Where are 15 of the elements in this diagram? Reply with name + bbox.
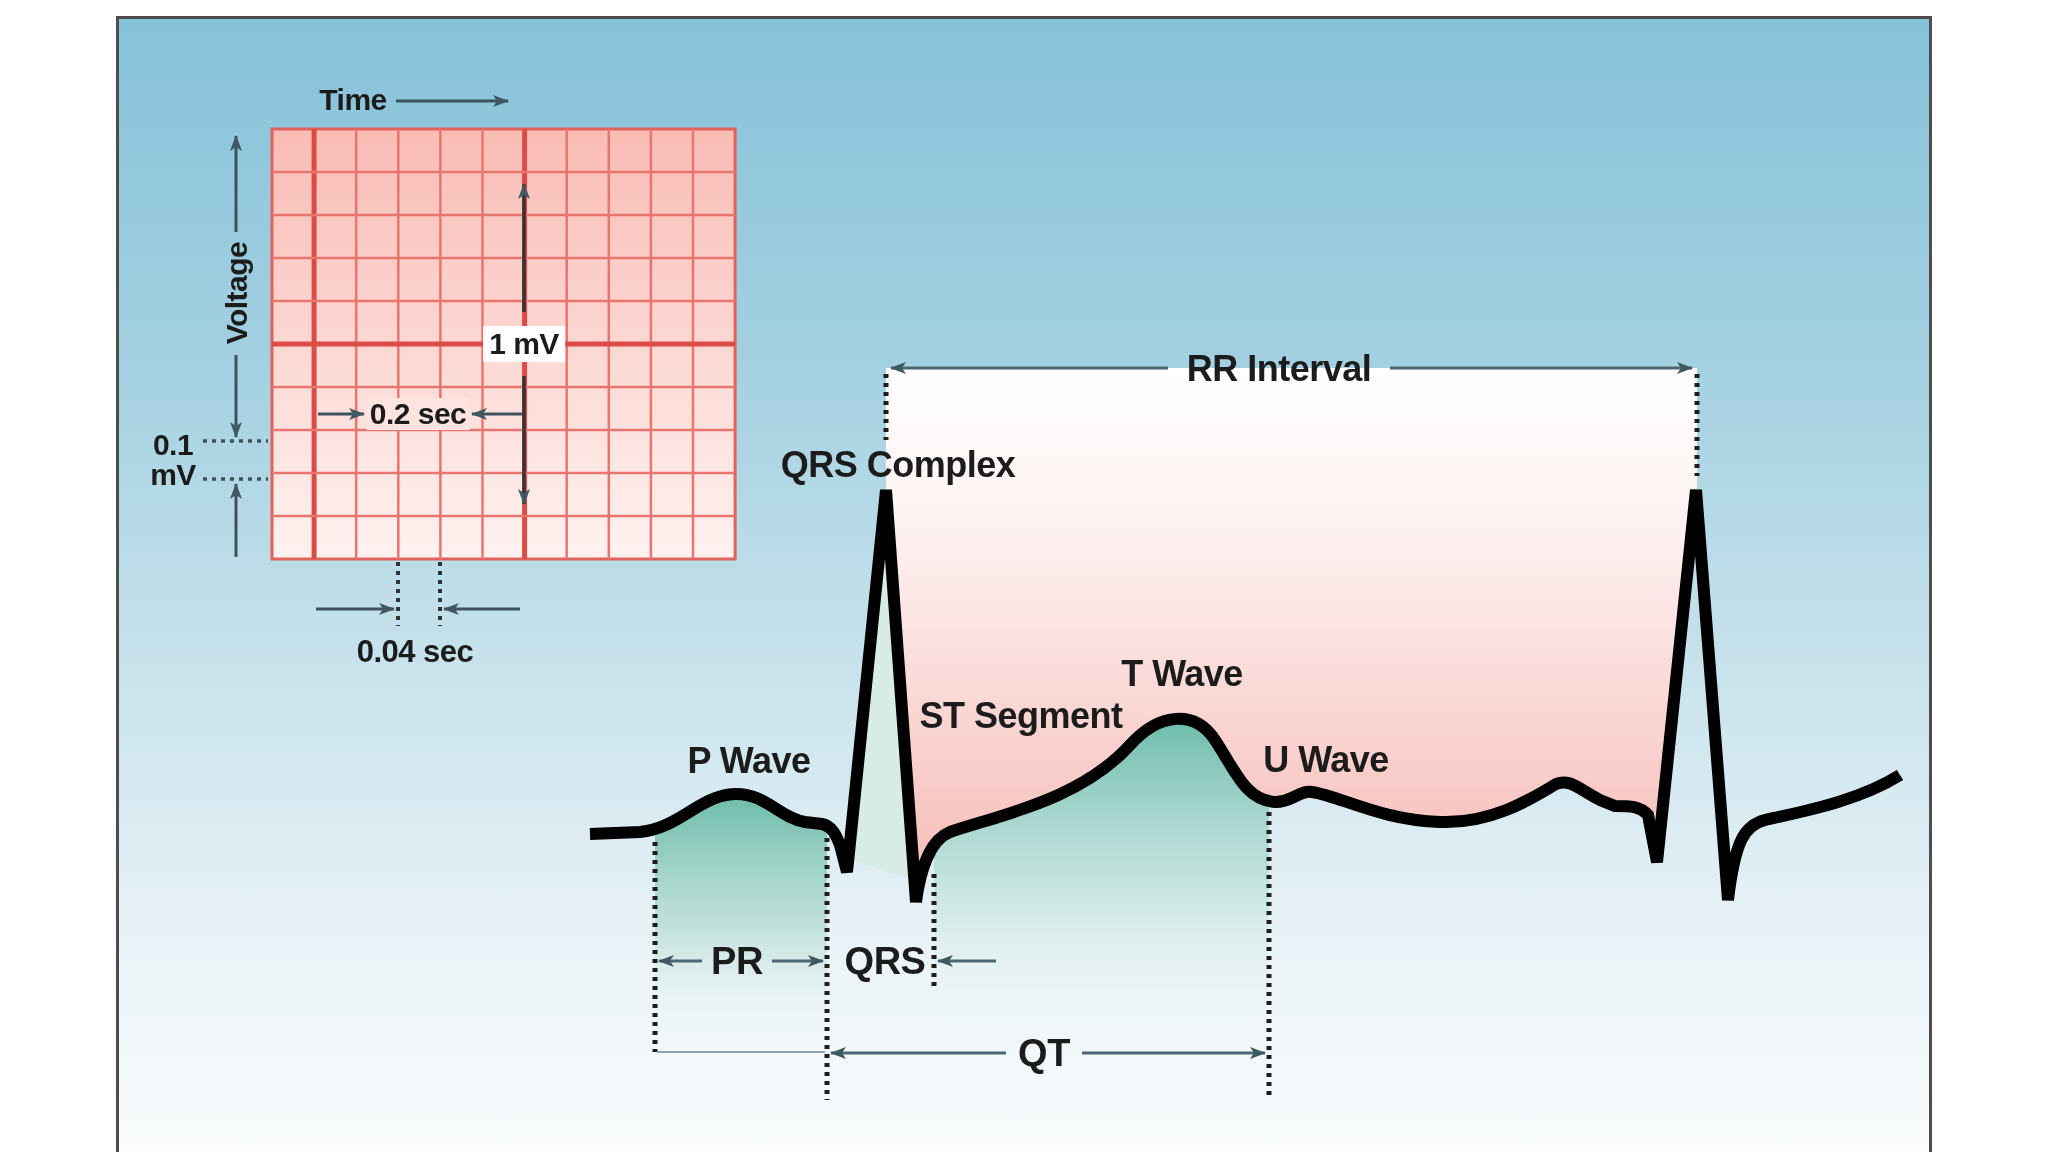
interval-label: QT <box>1018 1034 1070 1072</box>
wave-label: T Wave <box>1121 656 1243 692</box>
interval-label: PR <box>711 942 763 980</box>
wave-label: U Wave <box>1263 742 1389 778</box>
dimension-label: 0.2 sec <box>366 398 470 430</box>
interval-label: RR Interval <box>1186 351 1372 387</box>
axis-label: Voltage <box>222 241 252 345</box>
interval-label: QRS <box>844 942 926 980</box>
wave-label: QRS Complex <box>780 447 1016 483</box>
axis-label: Time <box>319 85 387 115</box>
dimension-label: 1 mV <box>483 326 565 362</box>
wave-label: ST Segment <box>919 698 1123 734</box>
dimension-label: 0.04 sec <box>356 635 474 667</box>
wave-label: P Wave <box>687 743 811 779</box>
dimension-label: 0.1 mV <box>150 430 196 490</box>
